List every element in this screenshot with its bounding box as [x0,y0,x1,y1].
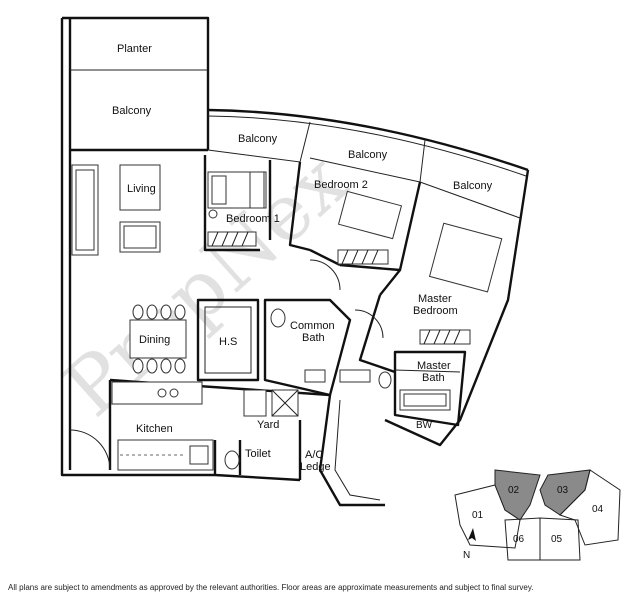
key-unit-04-shape [559,469,621,546]
label-ac-ledge-1: A/C [305,449,323,461]
label-dining: Dining [139,334,170,346]
key-unit-05: 05 [551,534,563,545]
outer-walls [60,16,530,507]
key-unit-05-shape [539,517,581,561]
label-master-bath-1: Master [417,360,451,372]
key-unit-02: 02 [508,485,520,496]
key-unit-06: 06 [513,534,525,545]
furniture [69,164,503,471]
disclaimer: All plans are subject to amendments as a… [8,583,534,592]
label-hs: H.S [219,336,237,348]
room-labels: Planter Balcony Balcony Balcony Balcony … [112,43,493,473]
label-balcony-bedroom2: Balcony [348,149,388,161]
label-living: Living [127,183,156,195]
label-ac-ledge-2: Ledge [300,461,331,473]
label-planter: Planter [117,43,152,55]
label-bedroom2: Bedroom 2 [314,179,368,191]
label-bedroom1: Bedroom 1 [226,213,280,225]
label-bw: BW [416,420,433,431]
key-unit-02-shape [494,469,541,521]
north-label: N [463,550,470,561]
label-balcony-bedroom1: Balcony [238,133,278,145]
key-unit-03: 03 [557,485,569,496]
label-yard: Yard [257,419,279,431]
label-balcony-left: Balcony [112,105,152,117]
label-master-bedroom-2: Bedroom [413,305,458,317]
label-balcony-master: Balcony [453,180,493,192]
label-common-bath-1: Common [290,320,335,332]
key-plan: 01 02 03 04 06 05 N [454,469,621,561]
key-unit-04: 04 [592,504,604,515]
north-arrow-icon [468,528,476,541]
key-unit-01: 01 [472,510,484,521]
label-kitchen: Kitchen [136,423,173,435]
label-master-bedroom-1: Master [418,293,452,305]
label-toilet: Toilet [245,448,271,460]
label-common-bath-2: Bath [302,332,325,344]
label-master-bath-2: Bath [422,372,445,384]
